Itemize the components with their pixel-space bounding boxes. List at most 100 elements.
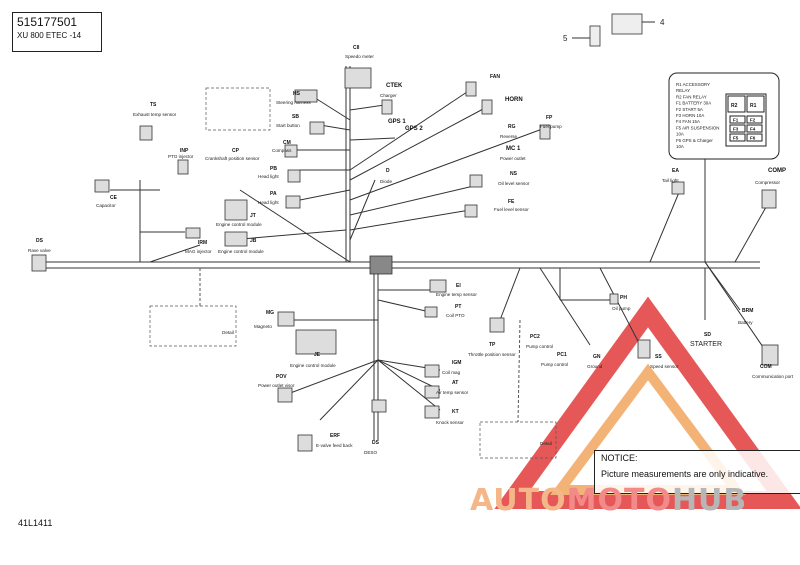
- fuse-legend-line: F6 GPS & Charger: [676, 138, 713, 143]
- charger-code: CTEK: [386, 83, 403, 89]
- crank-label: Crankshaft position sensor: [205, 156, 260, 161]
- commport-label: Communication port: [752, 374, 794, 379]
- headlight1-connector: [287, 169, 301, 183]
- airtemp-connector: [424, 385, 440, 399]
- compass-label: Compass: [272, 148, 292, 153]
- coilmag-label: Coil mag: [442, 370, 461, 375]
- fuse-label: F2: [750, 118, 756, 123]
- headlight1-label: Head light: [258, 174, 279, 179]
- rave-connector: [31, 254, 47, 272]
- fuse-legend-line: R2 FAN RELAY: [676, 94, 707, 99]
- fuse-slot: [729, 133, 746, 142]
- steering-code: HS: [293, 91, 301, 97]
- detail1-label: Detail: [222, 330, 234, 335]
- deso-code: DS: [372, 440, 380, 446]
- reverse-label: Reverse: [500, 134, 518, 139]
- relay-slot: [746, 95, 765, 113]
- erf-connector: [297, 434, 313, 452]
- fuse-legend-line: F3 HORN 10A: [676, 113, 704, 118]
- capacitor-connector: [94, 179, 110, 193]
- compass-code: CM: [283, 140, 291, 146]
- ecm3-label: Engine control module: [290, 363, 336, 368]
- exhaust-code: TS: [150, 102, 157, 108]
- reverse-code: RG: [508, 124, 516, 130]
- title-block: 515177501 XU 800 ETEC -14: [12, 12, 102, 52]
- oillevel-label: Oil level sensor: [498, 181, 530, 186]
- taillight-label: Tail light: [662, 178, 679, 183]
- fuse-slot: [729, 115, 746, 124]
- main-junction: [369, 255, 393, 275]
- fuse-legend-line: R1 ACCESSORY: [676, 82, 710, 87]
- fuse-legend-line: F4 FAN 15A: [676, 119, 700, 124]
- ecm1-label: Engine control module: [216, 222, 262, 227]
- erf-label: E-valve feed back: [316, 443, 353, 448]
- starter-code: SD: [704, 332, 711, 338]
- compressor-code: COMP: [768, 168, 786, 174]
- fuse-slot: [746, 124, 763, 133]
- knock-connector: [424, 405, 440, 419]
- notice-box: NOTICE: Picture measurements are only in…: [594, 450, 800, 494]
- gps1-code: GPS 1: [388, 119, 406, 125]
- commport-code: COM: [760, 364, 772, 370]
- fuse-legend-line: 10A: [676, 132, 684, 137]
- fuse-label: F1: [733, 118, 739, 123]
- deso-label: DESO: [364, 450, 377, 455]
- powervisor-code: POV: [276, 374, 287, 380]
- pumpcontrol1-label: Pump control: [526, 344, 553, 349]
- battery-code: BRM: [742, 308, 753, 314]
- taillight-connector: [671, 181, 685, 195]
- fuse-legend-line: F1 BATTERY 30A: [676, 101, 711, 106]
- headlight1-code: PB: [270, 166, 277, 172]
- fuse-label: F6: [750, 136, 756, 141]
- callout-5: 5: [563, 34, 568, 43]
- tps-code: TP: [489, 342, 496, 348]
- fuellevel-code: FE: [508, 199, 515, 205]
- coilpto-label: Coil PTO: [446, 313, 465, 318]
- speedsensor-connector: [637, 339, 651, 359]
- knock-code: KT: [452, 409, 459, 415]
- horn-connector: [481, 99, 493, 115]
- relay-label: R2: [731, 103, 738, 109]
- charger-connector: [381, 99, 393, 115]
- coilpto-connector: [424, 306, 438, 318]
- tps-label: Throttle position sensor: [468, 352, 516, 357]
- rave-code: DS: [36, 238, 44, 244]
- fuse-slot: [729, 124, 746, 133]
- ecm2-connector: [224, 231, 248, 247]
- fuelpump-label: Fuel pump: [540, 124, 562, 129]
- fuse-legend-line: F5 AIR SUSPENSION: [676, 125, 719, 130]
- capacitor-code: CE: [110, 195, 118, 201]
- fuse-legend-line: RELAY: [676, 88, 690, 93]
- ecm2-label: Engine control module: [218, 249, 264, 254]
- compressor-connector: [761, 189, 777, 209]
- start-label: Start button: [276, 123, 300, 128]
- coilmag-connector: [424, 364, 440, 378]
- oilpump-label: Oil pump: [612, 306, 631, 311]
- watermark-part1: AUTO: [470, 483, 567, 518]
- airtemp-label: Air temp sensor: [436, 390, 469, 395]
- speedo-label: Speedo meter: [345, 54, 374, 59]
- steering-connector: [294, 89, 318, 103]
- rave-label: Rave valve: [28, 248, 51, 253]
- crank-code: CP: [232, 148, 240, 154]
- fuellevel-label: Fuel level sensor: [494, 207, 529, 212]
- commport-connector: [761, 344, 779, 366]
- ecm3-connector: [295, 329, 337, 355]
- watermark-part2: MOTO: [566, 483, 672, 518]
- starter-label: STARTER: [690, 341, 722, 348]
- part-number: 515177501: [17, 15, 78, 29]
- ground-code: GN: [593, 354, 601, 360]
- oilpump-code: PH: [620, 295, 627, 301]
- speedo-code: CII: [353, 45, 360, 51]
- fuse-box-plug: [589, 25, 601, 47]
- fuse-legend-line: 10A: [676, 144, 684, 149]
- watermark-part3: HUB: [671, 483, 748, 518]
- enginetemp-connector: [429, 279, 447, 293]
- gps2-code: GPS 2: [405, 126, 423, 132]
- fuse-legend-line: F2 START 5A: [676, 107, 703, 112]
- detail-frames: [149, 87, 557, 459]
- fuelpump-connector: [539, 124, 551, 140]
- deso-connector: [371, 399, 387, 413]
- headlight2-code: PA: [270, 191, 277, 197]
